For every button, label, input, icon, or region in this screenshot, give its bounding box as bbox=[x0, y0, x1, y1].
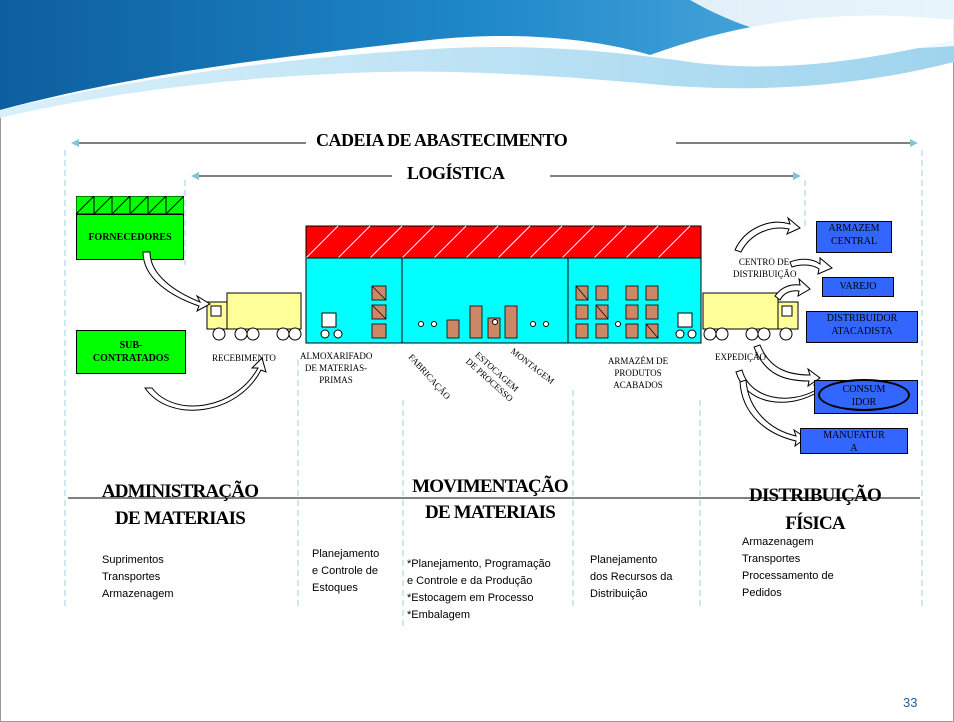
page-number: 33 bbox=[903, 695, 918, 710]
supplier-box: FORNECEDORES bbox=[76, 214, 184, 260]
list-physical-distribution: Armazenagem Transportes Processamento de… bbox=[742, 536, 834, 599]
list-materials-handling: *Planejamento, Programação e Controle e … bbox=[407, 558, 551, 621]
list-materials-admin: Suprimentos Transportes Armazenagem bbox=[102, 554, 174, 600]
stage-receiving: RECEBIMENTO bbox=[212, 353, 276, 363]
dest-manufacturing: MANUFATUR A bbox=[800, 428, 908, 454]
header-wave-graphic bbox=[0, 0, 954, 118]
dest-retail: VAREJO bbox=[822, 277, 894, 297]
area-materials-admin-title: ADMINISTRAÇÃO DE MATERIAIS bbox=[101, 481, 259, 529]
list-distribution-resources: Planejamento dos Recursos da Distribuiçã… bbox=[590, 554, 673, 600]
area-materials-handling-title: MOVIMENTAÇÃO DE MATERIAIS bbox=[412, 476, 569, 523]
dest-consumer-ellipse: CONSUM IDOR bbox=[818, 379, 910, 411]
stage-distribution-center: CENTRO DE DISTRIBUIÇÃO bbox=[733, 257, 797, 279]
stage-finished-goods-warehouse: ARMAZÉM DE PRODUTOS ACABADOS bbox=[607, 356, 669, 390]
list-inventory-planning: Planejamento e Controle de Estoques bbox=[312, 548, 380, 594]
area-physical-distribution-title: DISTRIBUIÇÃO FÍSICA bbox=[749, 485, 882, 534]
dest-wholesaler: DISTRIBUIDOR ATACADISTA bbox=[806, 311, 918, 343]
logistics-title: LOGÍSTICA bbox=[407, 163, 505, 183]
supplier-factory-roof bbox=[76, 196, 184, 214]
stage-raw-materials-warehouse: ALMOXARIFADO DE MATERIAS- PRIMAS bbox=[300, 351, 373, 385]
supply-chain-title: CADEIA DE ABASTECIMENTO bbox=[316, 130, 568, 150]
stage-shipping: EXPEDIÇÃO bbox=[715, 352, 766, 362]
dest-central-warehouse: ARMAZEM CENTRAL bbox=[816, 221, 892, 253]
subcontractor-box: SUB- CONTRATADOS bbox=[76, 330, 186, 374]
